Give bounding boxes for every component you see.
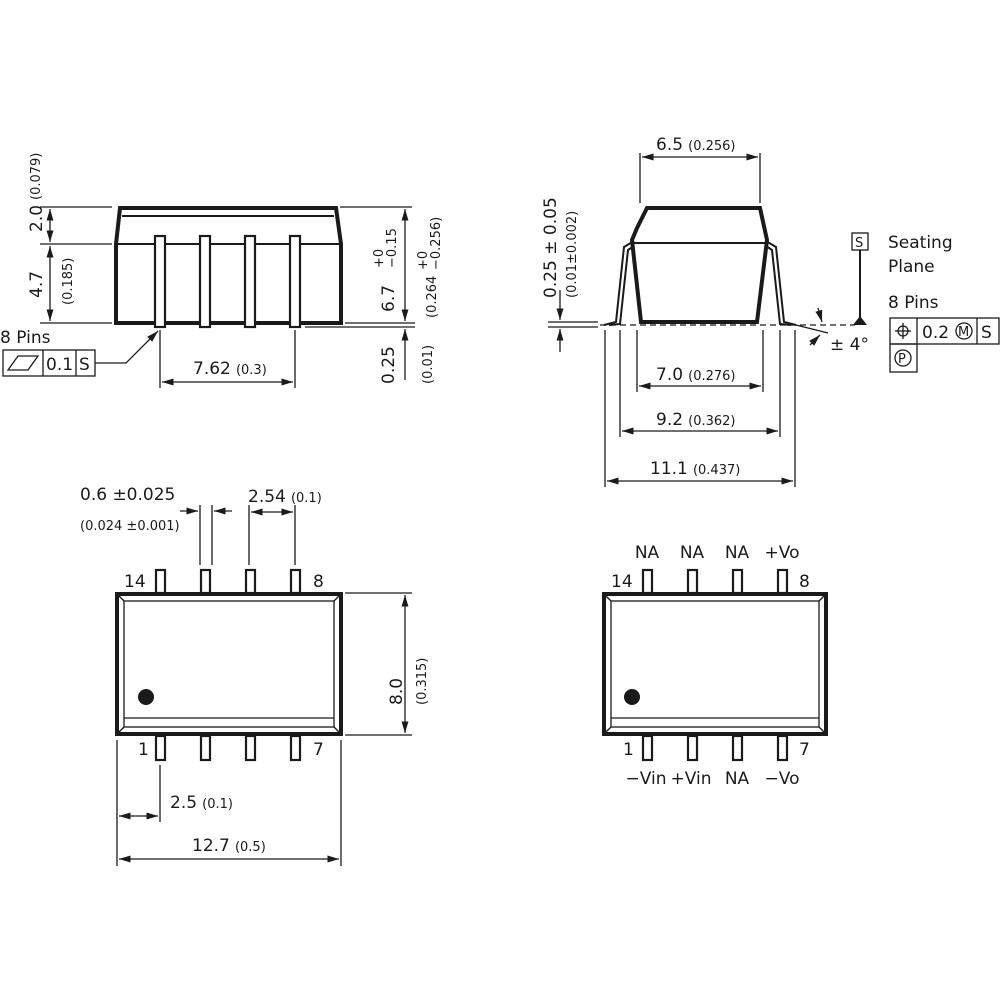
dim-total-tol-minus: −0.15 bbox=[385, 228, 400, 268]
dim-total-height-in: (0.264 bbox=[425, 276, 440, 318]
dim-body-width: 7.0 (0.276) bbox=[656, 365, 736, 385]
dim-width-in: (0.315) bbox=[415, 658, 430, 705]
pin-function-label: +Vo bbox=[765, 543, 800, 563]
side-pin bbox=[243, 234, 257, 329]
dim-pin-width-in: (0.024 ±0.001) bbox=[80, 519, 180, 534]
dim-length: 12.7 (0.5) bbox=[192, 836, 266, 856]
datum-s-label: S bbox=[855, 236, 863, 251]
pin-function-label: −Vo bbox=[765, 769, 800, 789]
pinout-view: 14 8 1 7 NA NA NA +Vo −Vin +Vin NA −Vo bbox=[602, 543, 828, 789]
pin1-dot-icon bbox=[138, 689, 154, 705]
projected-circle-icon bbox=[894, 349, 912, 367]
pin-1-label: 1 bbox=[138, 740, 149, 760]
end-pins-label: 8 Pins bbox=[888, 293, 939, 313]
side-view: 2.0 (0.079) 4.7 (0.185) 6.7 +0 −0.15 (0.… bbox=[0, 153, 444, 388]
seating-label-2: Plane bbox=[888, 257, 935, 277]
dim-body-height-in: (0.185) bbox=[61, 258, 76, 305]
pin-function-label: NA bbox=[725, 543, 750, 563]
dim-lead-thickness-in: (0.01±0.002) bbox=[565, 211, 580, 298]
pin-7-label: 7 bbox=[313, 740, 324, 760]
side-pin bbox=[198, 234, 212, 329]
position-value: 0.2 bbox=[922, 323, 949, 343]
seating-label-1: Seating bbox=[888, 233, 953, 253]
pin-function-label: +Vin bbox=[671, 769, 712, 789]
dim-pin-width: 0.6 ±0.025 bbox=[80, 485, 175, 505]
dim-pin-span: 7.62 (0.3) bbox=[193, 359, 267, 379]
dim-lead-thickness: 0.25 ± 0.05 bbox=[541, 197, 561, 298]
side-pins bbox=[153, 234, 302, 329]
side-body-outline bbox=[114, 206, 343, 325]
pin-1-label: 1 bbox=[623, 740, 634, 760]
side-pin bbox=[288, 234, 302, 329]
mmc-symbol: M bbox=[958, 325, 969, 340]
dim-width: 8.0 bbox=[387, 678, 407, 705]
dim-total-in-tol-minus: −0.256) bbox=[429, 217, 444, 270]
pin-7-label: 7 bbox=[799, 740, 810, 760]
pin-8-label: 8 bbox=[799, 572, 810, 592]
position-datum: S bbox=[981, 323, 992, 343]
dim-edge: 2.5 (0.1) bbox=[170, 793, 233, 813]
datum-triangle-icon bbox=[853, 316, 867, 325]
dim-pitch: 2.54 (0.1) bbox=[248, 487, 322, 507]
pin1-dot-icon bbox=[624, 689, 640, 705]
top-view: 0.6 ±0.025 (0.024 ±0.001) 2.54 (0.1) 14 … bbox=[80, 485, 430, 866]
dim-lead-width: 9.2 (0.362) bbox=[656, 410, 736, 430]
position-icon bbox=[895, 323, 911, 339]
side-pins-label: 8 Pins bbox=[0, 328, 51, 348]
mmc-circle-icon bbox=[955, 322, 973, 340]
dim-total-height: 6.7 bbox=[379, 285, 399, 312]
pin-function-label: −Vin bbox=[626, 769, 667, 789]
dim-top-height-in: (0.079) bbox=[29, 153, 44, 200]
pin-8-label: 8 bbox=[313, 572, 324, 592]
leader-line bbox=[95, 330, 159, 364]
flatness-value: 0.1 bbox=[46, 355, 73, 375]
pinout-pins bbox=[641, 568, 789, 762]
angle-label: ± 4° bbox=[830, 335, 869, 355]
dim-top-width: 6.5 (0.256) bbox=[656, 135, 736, 155]
end-view: 6.5 (0.256) 0.25 ± 0.05 (0.01±0.002) ± 4… bbox=[541, 135, 1000, 487]
top-pins bbox=[154, 568, 302, 762]
dim-overall-width: 11.1 (0.437) bbox=[650, 459, 740, 479]
projected-symbol: P bbox=[898, 352, 906, 367]
flatness-datum: S bbox=[79, 355, 90, 375]
flatness-icon bbox=[6, 355, 40, 371]
top-body-outline bbox=[115, 592, 343, 736]
dim-total-tol-plus: +0 bbox=[372, 249, 387, 268]
end-body-outline bbox=[629, 206, 770, 324]
side-pin bbox=[153, 234, 167, 329]
lead-right bbox=[765, 240, 797, 326]
dim-total-in-tol-plus: +0 bbox=[416, 251, 431, 270]
position-frame: 0.2 M S P bbox=[889, 317, 1000, 373]
pin-14-label: 14 bbox=[124, 572, 146, 592]
pin-function-label: NA bbox=[680, 543, 705, 563]
flatness-frame: 0.1 S bbox=[2, 349, 96, 377]
dim-top-height: 2.0 bbox=[27, 205, 47, 232]
pin-function-label: NA bbox=[635, 543, 660, 563]
dim-body-height: 4.7 bbox=[27, 271, 47, 298]
pin-function-label: NA bbox=[725, 769, 750, 789]
pinout-body-outline bbox=[602, 592, 828, 736]
pin-14-label: 14 bbox=[611, 572, 633, 592]
lead-left bbox=[603, 240, 635, 326]
dim-standoff: 0.25 bbox=[379, 346, 399, 384]
dim-standoff-in: (0.01) bbox=[421, 345, 436, 384]
